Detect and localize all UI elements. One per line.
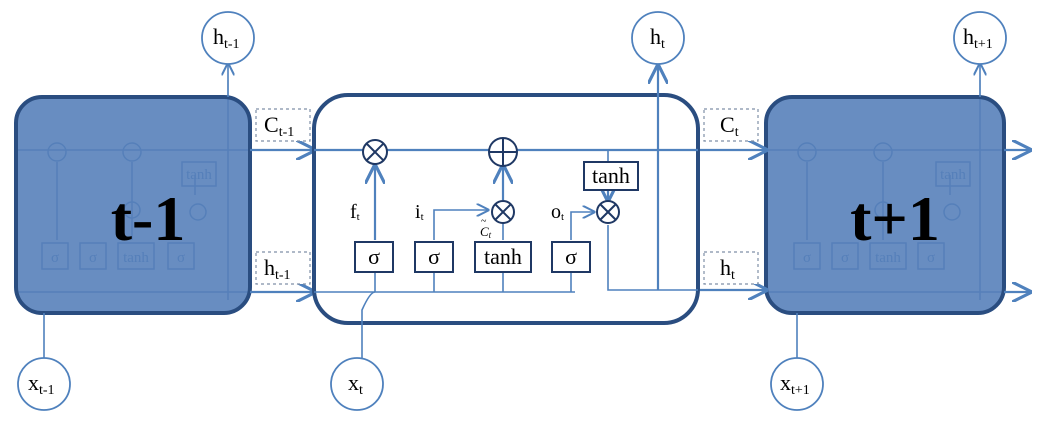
cell-next-label: t+1 (850, 183, 940, 254)
candidate-gate-symbol: tanh (484, 244, 522, 269)
cell-prev-label: t-1 (111, 183, 186, 254)
forget-gate: σ (354, 241, 394, 273)
node-h-current-text: ht (650, 24, 665, 52)
output-gate: σ (551, 241, 591, 273)
cell-add-icon (488, 137, 518, 167)
candidate-gate: tanh (474, 241, 532, 273)
label-h-out-text: ht (720, 255, 735, 283)
input-arrow (433, 210, 488, 240)
label-c-in: Ct-1 (255, 108, 311, 142)
forget-label: ft (350, 201, 360, 223)
node-x-prev: xt-1 (17, 357, 71, 411)
output-arrow (570, 212, 594, 240)
cell-tanh-symbol: tanh (592, 163, 630, 188)
cell-prev-box (14, 95, 252, 315)
label-h-out: ht (703, 251, 759, 285)
input-label: it (415, 201, 424, 223)
output-gate-symbol: σ (565, 244, 577, 269)
node-x-next-text: xt+1 (780, 370, 810, 398)
inter-cell-wires (250, 150, 1030, 292)
candidate-label: Ct (480, 224, 492, 240)
x-current-wire (361, 291, 376, 358)
input-gate-symbol: σ (428, 244, 440, 269)
label-c-out: Ct (703, 108, 759, 142)
node-h-prev-text: ht-1 (213, 24, 240, 52)
node-x-current: xt (330, 357, 384, 411)
label-h-in-text: ht-1 (264, 255, 291, 283)
cell-next: σ σ tanh σ tanh t+1 (764, 80, 1006, 315)
output-multiply-icon (596, 200, 620, 224)
input-multiply-icon (491, 200, 515, 224)
cell-current: σ σ tanh σ tanh ft it ot Ct ~ (312, 66, 700, 358)
cell-prev: σ σ tanh σ tanh t-1 (14, 80, 255, 315)
input-gate: σ (414, 241, 454, 273)
candidate-tilde: ~ (481, 216, 487, 227)
node-x-current-text: xt (348, 370, 363, 398)
cell-tanh: tanh (583, 161, 639, 191)
cell-next-box (764, 95, 1006, 315)
forget-multiply-icon (362, 139, 388, 165)
forget-gate-symbol: σ (368, 244, 380, 269)
label-h-in: ht-1 (255, 251, 311, 285)
label-c-in-text: Ct-1 (264, 112, 294, 140)
node-x-next: xt+1 (770, 357, 824, 411)
output-label: ot (551, 201, 564, 223)
label-c-out-text: Ct (720, 112, 739, 140)
node-h-next: ht+1 (953, 11, 1007, 65)
node-x-prev-text: xt-1 (28, 370, 55, 398)
node-h-current: ht (631, 11, 685, 65)
node-h-next-text: ht+1 (963, 24, 993, 52)
node-h-prev: ht-1 (201, 11, 255, 65)
h-out-wire (607, 225, 698, 291)
